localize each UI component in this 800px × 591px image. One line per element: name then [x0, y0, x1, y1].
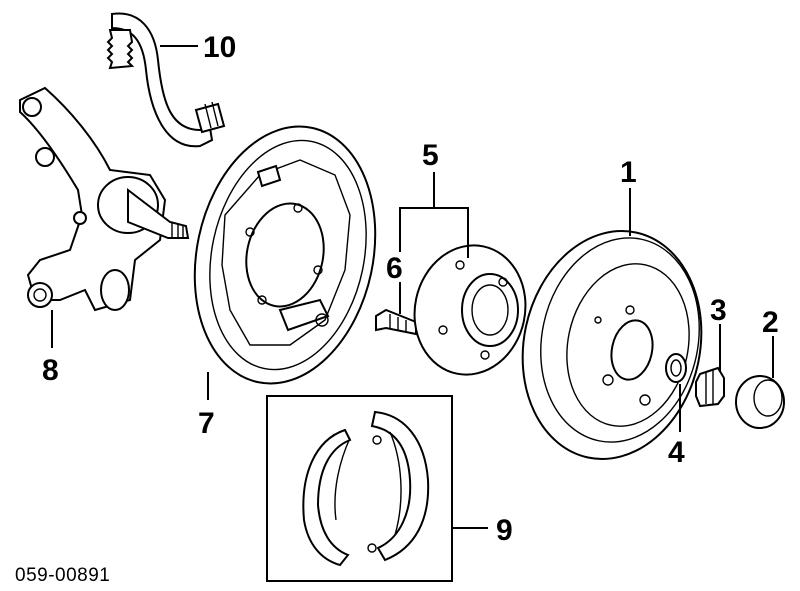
leader-lines — [51, 45, 774, 529]
callout-10: 10 — [203, 31, 236, 64]
part-5-hub — [413, 244, 527, 376]
part-10-brake-hose — [106, 12, 226, 148]
callout-5: 5 — [422, 139, 439, 172]
callout-8: 8 — [42, 354, 59, 387]
part-2-grease-cap — [735, 375, 785, 429]
callout-2: 2 — [762, 306, 779, 339]
callout-6: 6 — [386, 252, 403, 285]
part-7-backing-plate — [193, 125, 377, 385]
part-8-knuckle — [19, 86, 190, 312]
callout-9: 9 — [496, 514, 513, 547]
part-1-brake-drum — [521, 230, 703, 460]
callout-1: 1 — [620, 156, 637, 189]
part-4-washer — [665, 353, 687, 383]
callout-4: 4 — [668, 436, 685, 469]
figure-code: 059-00891 — [15, 565, 110, 586]
callout-7: 7 — [198, 407, 215, 440]
part-6-hub-bolt — [375, 308, 417, 336]
callout-3: 3 — [710, 294, 727, 327]
part-9-brake-shoes — [266, 395, 453, 582]
part-3-nut — [695, 366, 725, 408]
